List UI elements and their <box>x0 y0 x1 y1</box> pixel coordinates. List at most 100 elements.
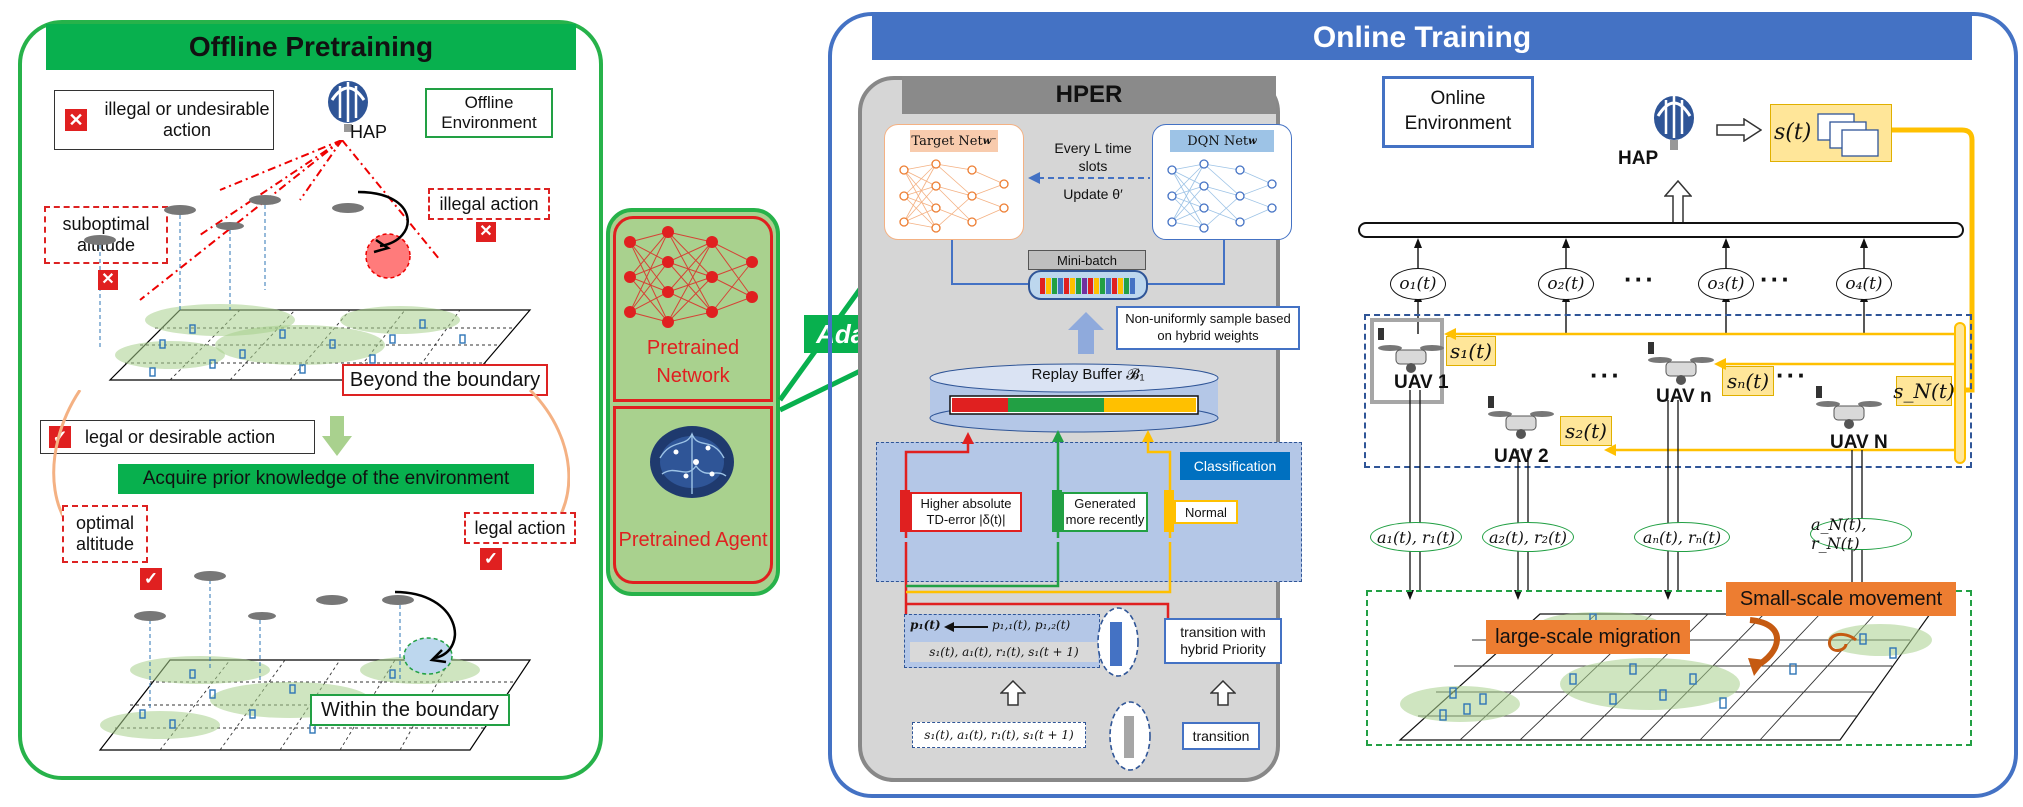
uavN-drone-icon <box>1816 386 1882 429</box>
cross-icon: ✕ <box>65 109 87 131</box>
green-bar <box>1052 490 1062 532</box>
transition-row: s₁(t), a₁(t), r₁(t), s₁(t + 1) <box>912 722 1086 748</box>
uav1-state-tag: s₁(t) <box>1446 336 1496 366</box>
non-uniform-sample-box: Non-uniformly sample based on hybrid wei… <box>1116 306 1300 350</box>
uavN-state-tag: s_N(t) <box>1893 376 1955 406</box>
hper-title: HPER <box>902 76 1276 114</box>
transition-box: transition <box>1182 722 1260 750</box>
suboptimal-altitude-label: suboptimal altitude <box>44 206 168 264</box>
neural-network-icon <box>624 226 758 328</box>
uav1-label: UAV 1 <box>1394 372 1449 393</box>
uav2-drone-icon <box>1488 396 1554 439</box>
ellipsis: ··· <box>1624 264 1656 294</box>
online-grid-icon <box>1398 612 1932 741</box>
uavn-label: UAV n <box>1656 386 1712 407</box>
target-net-icon <box>899 159 1009 233</box>
state-collector-bar <box>1954 322 1966 464</box>
hap-balloon-icon <box>1654 96 1694 150</box>
aggregation-bar <box>1358 222 1964 238</box>
generated-recently-box: Generated more recently <box>1062 492 1148 532</box>
lens-icon <box>1109 701 1151 771</box>
uav2-state-tag: s₂(t) <box>1560 416 1612 446</box>
state-feedback-arrow <box>1892 127 1975 393</box>
higher-td-error-box: Higher absolute TD-error |δ(t)| <box>910 492 1022 532</box>
action-a2: a₂(t), r₂(t) <box>1482 522 1574 552</box>
offline-environment-box: Offline Environment <box>425 88 553 138</box>
ellipsis: ··· <box>1760 264 1792 294</box>
observation-o2: o₂(t) <box>1538 268 1594 300</box>
brain-icon <box>650 426 734 498</box>
up-arrow-icon <box>1068 312 1104 354</box>
hollow-up-arrow-icon <box>1000 680 1026 706</box>
down-arrow-icon <box>322 416 352 456</box>
beyond-boundary-label: Beyond the boundary <box>342 364 548 396</box>
legend-illegal: ✕ illegal or undesirable action <box>54 90 274 150</box>
legal-action-label: legal action <box>464 512 576 544</box>
online-environment-box: Online Environment <box>1382 76 1534 148</box>
legend-legal: ✓ legal or desirable action <box>40 420 315 454</box>
dqn-net-icon <box>1167 159 1277 233</box>
state-label: s(t) <box>1774 120 1812 145</box>
action-connectors <box>1406 390 1863 600</box>
mini-batch-icon <box>1028 270 1148 300</box>
hap-label: HAP <box>350 122 388 142</box>
action-aN: a_N(t), r_N(t) <box>1810 515 1912 553</box>
small-scale-movement-label: Small-scale movement <box>1726 582 1956 616</box>
hap-balloon-icon <box>328 81 368 132</box>
offline-pretraining-title: Offline Pretraining <box>46 24 576 70</box>
online-training-panel <box>828 12 2018 798</box>
offline-illegal-scene <box>84 140 532 381</box>
p-transition-row: s₁(t), a₁(t), r₁(t), s₁(t + 1) <box>910 642 1098 662</box>
mini-batch-label: Mini-batch <box>1028 250 1146 270</box>
online-training-title: Online Training <box>872 16 1972 60</box>
hollow-up-arrow-icon <box>1210 680 1236 706</box>
transition-hybrid-box: transition with hybrid Priority <box>1164 618 1282 664</box>
every-l-label: Every L time slots <box>1054 140 1132 174</box>
classification-label: Classification <box>1180 452 1290 480</box>
pretrained-network-card <box>613 216 773 402</box>
hollow-right-arrow-icon <box>1716 118 1762 142</box>
hollow-up-arrow-icon <box>1664 180 1692 224</box>
uav1-drone-icon <box>1378 328 1444 373</box>
uavN-label: UAV N <box>1830 432 1888 453</box>
large-scale-migration-label: large-scale migration <box>1486 620 1690 654</box>
update-theta-label: Update θ′ <box>1063 186 1123 202</box>
uavn-state-tag: sₙ(t) <box>1722 366 1774 396</box>
offline-legal-scene <box>98 571 532 751</box>
optimal-altitude-label: optimal altitude <box>62 505 148 563</box>
offline-pretraining-panel <box>18 20 603 780</box>
uav1-highlight <box>1370 318 1444 404</box>
observation-o4: o₄(t) <box>1836 268 1892 300</box>
lens-icon <box>1097 607 1139 677</box>
replay-buffer-icon <box>929 363 1219 433</box>
pretrained-agent-label: Pretrained Agent <box>618 529 768 551</box>
pretrained-column <box>606 208 780 596</box>
yellow-bar <box>1164 490 1174 532</box>
left-arrow-icon <box>944 622 988 632</box>
within-boundary-label: Within the boundary <box>310 694 510 726</box>
action-a1: a₁(t), r₁(t) <box>1370 522 1462 552</box>
mini-batch-connectors <box>951 240 1225 285</box>
illegal-action-label: illegal action <box>428 188 550 220</box>
cross-icon: ✕ <box>476 222 496 242</box>
normal-box: Normal <box>1174 500 1238 524</box>
state-arrows <box>1444 328 1954 456</box>
update-arrow <box>1028 172 1150 184</box>
pretrained-network-label: Pretrained Network <box>646 337 740 387</box>
p11-p12-label: p₁,₁(t), p₁,₂(t) <box>992 618 1071 632</box>
hap-label: HAP <box>1618 148 1659 169</box>
uav2-label: UAV 2 <box>1494 446 1549 467</box>
action-an: aₙ(t), rₙ(t) <box>1634 522 1730 552</box>
documents-icon <box>1817 113 1879 157</box>
check-icon: ✓ <box>480 548 502 570</box>
online-environment-grid-area <box>1366 590 1972 746</box>
observation-o3: o₃(t) <box>1698 268 1754 300</box>
acquire-knowledge-banner: Acquire prior knowledge of the environme… <box>118 464 534 494</box>
pretrained-agent-card <box>613 406 773 584</box>
p1-label: p₁(t) <box>910 618 941 632</box>
observation-o1: o₁(t) <box>1390 268 1446 300</box>
cross-icon: ✕ <box>98 270 118 290</box>
uavn-drone-icon <box>1648 342 1714 385</box>
